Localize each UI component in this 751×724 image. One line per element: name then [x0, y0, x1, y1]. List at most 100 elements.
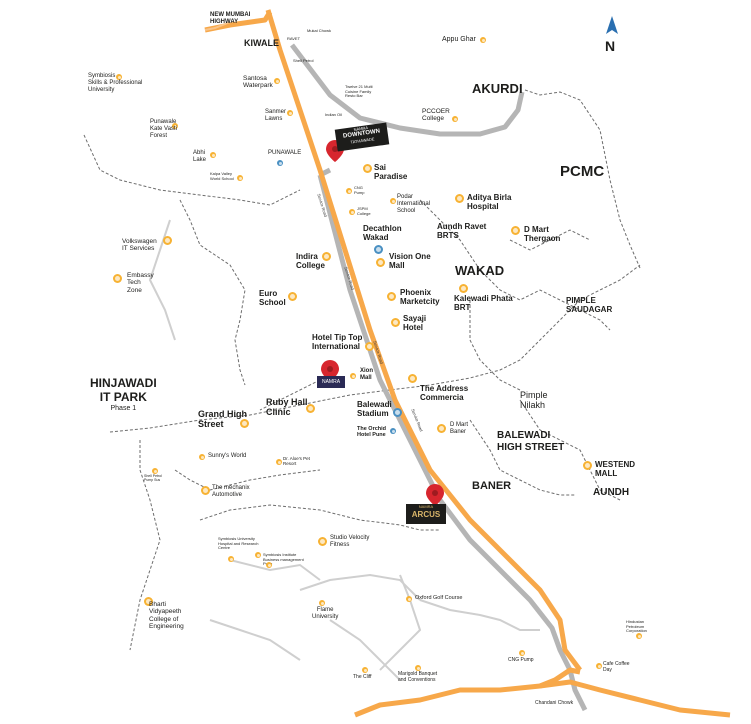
landmark-line: Kate Vasti — [150, 125, 177, 132]
landmark-line: Lake — [193, 156, 207, 163]
highway-branch — [204, 21, 231, 31]
landmark-line: Symbiosis University — [218, 536, 255, 541]
landmark-line: Mall — [360, 374, 372, 381]
landmark-line: School — [397, 207, 416, 214]
project-pin-arcus — [426, 484, 444, 506]
location-dot-icon — [374, 245, 383, 254]
landmark-line: College of — [149, 615, 179, 623]
north-arrow-icon — [606, 16, 618, 34]
landmark-sai-paradise: Sai Paradise — [374, 163, 407, 181]
location-dot-icon — [362, 667, 368, 673]
location-dot-icon — [519, 650, 525, 656]
landmark-punawale: PUNAWALE — [268, 150, 302, 156]
landmark-line: Waterpark — [243, 82, 273, 90]
landmark-line: Kalewadi Phata — [454, 294, 513, 303]
landmark-punawale-kate: Punawale Kate Vasti Forest — [150, 119, 177, 140]
landmark-line: JSPM — [357, 206, 368, 211]
landmark-sayaji: Sayaji Hotel — [403, 314, 426, 332]
location-dot-icon — [116, 74, 122, 80]
secondary-roads — [148, 219, 540, 681]
location-dot-icon — [376, 258, 385, 267]
landmark-line: Shell Petrol — [144, 474, 162, 478]
location-dot-icon — [452, 116, 458, 122]
landmark-decathlon: Decathlon Wakad — [363, 224, 402, 242]
badge-title: ARCUS — [411, 510, 441, 519]
landmark-kalewadi: Kalewadi Phata BRT — [454, 294, 513, 312]
landmark-line: Fitness — [330, 541, 350, 548]
landmark-studio-velocity: Studio Velocity Fitness — [330, 535, 369, 549]
landmark-pimple-nilakh: Pimple Nilakh — [520, 390, 548, 411]
landmark-line: Twelve 21 Multi — [345, 84, 373, 89]
landmark-line: Zone — [127, 286, 142, 294]
landmark-line: Hotel Tip Top — [312, 333, 363, 342]
landmark-line: BRT — [454, 303, 471, 313]
landmark-line: Baner — [450, 428, 467, 435]
location-dot-icon — [636, 633, 642, 639]
landmark-cafe-coffee-day: Cafe Coffee Day — [603, 661, 630, 674]
landmark-line: International — [312, 342, 361, 352]
landmark-line: Commercia — [420, 393, 464, 403]
location-dot-icon — [365, 342, 374, 351]
landmark-shell-small: Shell Petrol — [293, 58, 314, 63]
landmark-line: Podar — [397, 194, 414, 200]
landmark-line: Lawns — [265, 115, 283, 122]
landmark-line: Engineering — [149, 623, 184, 631]
landmark-line: Forest — [150, 132, 168, 139]
landmark-line: Cuisine Family — [345, 88, 372, 94]
location-dot-icon — [318, 537, 327, 546]
landmark-jspm: JSPM College — [357, 206, 371, 216]
area-kiwale: KIWALE — [244, 38, 279, 48]
location-dot-icon — [390, 198, 396, 204]
badge-brand: NAMRA — [418, 504, 434, 509]
landmark-line: Hindustan — [626, 619, 645, 624]
location-dot-icon — [210, 152, 216, 158]
location-dot-icon — [349, 209, 355, 215]
landmark-line: Thergaon — [524, 234, 561, 244]
area-pimple-saudagar-line-2: SAUDAGAR — [566, 305, 613, 315]
location-dot-icon — [596, 663, 602, 669]
landmark-indira: Indira College — [296, 252, 325, 270]
landmark-line: Symbiosis Institute — [263, 552, 297, 557]
area-hinjawadi: HINJAWADI IT PARK Phase 1 — [90, 376, 157, 413]
landmark-flame-university: Flame University — [312, 607, 338, 621]
landmark-oxford-golf: Oxford Golf Course — [415, 595, 463, 601]
landmark-line: Skills & Professional — [88, 79, 143, 86]
landmark-line: Wakad — [363, 233, 389, 243]
landmark-line: Aundh Ravet — [437, 222, 487, 231]
landmark-line: Marigold Banquet — [398, 671, 438, 677]
landmark-balewadi-stadium: Balewadi Stadium — [357, 400, 392, 418]
landmark-dmart-baner: D Mart Baner — [450, 422, 468, 436]
location-dot-icon — [511, 226, 520, 235]
location-dot-icon — [199, 454, 205, 460]
landmark-line: CNG — [354, 185, 363, 190]
landmark-line: Phoenix — [400, 288, 432, 297]
landmark-line: Hotel Pune — [357, 432, 386, 439]
landmark-the-orchid: The Orchid Hotel Pune — [357, 426, 386, 439]
location-dot-icon — [288, 292, 297, 301]
landmark-line: Bharti — [149, 601, 166, 608]
location-dot-icon — [319, 600, 325, 606]
area-balewadi-line-1: BALEWADI — [497, 430, 551, 441]
location-dot-icon — [459, 284, 468, 293]
landmark-line: Euro — [259, 289, 278, 298]
landmark-grand-high-street: Grand High Street — [198, 409, 247, 430]
area-wakad: WAKAD — [455, 263, 505, 278]
landmark-line: The Address — [420, 384, 469, 393]
area-akurdi: AKURDI — [472, 81, 523, 96]
landmark-the-cliff: The Cliff — [353, 674, 372, 680]
landmark-line: Balewadi — [357, 400, 392, 409]
landmark-hindustan-petroleum: Hindustan Petroleum Corporation — [626, 619, 647, 634]
landmark-line: IT Services — [122, 245, 155, 253]
landmark-line: World School — [210, 175, 234, 181]
landmark-line: Aditya Birla — [467, 193, 512, 202]
project-badge-arcus: NAMRA ARCUS — [406, 504, 446, 524]
landmark-abhi-lake: Abhi Lake — [193, 150, 206, 164]
landmark-line: Pump Sus — [144, 478, 161, 483]
landmark-embassy: Embassy Tech Zone — [127, 272, 154, 294]
landmark-vision-one: Vision One Mall — [389, 252, 431, 270]
location-dot-icon — [387, 292, 396, 301]
location-dot-icon — [391, 318, 400, 327]
highway-label-line-1: NEW MUMBAI — [210, 12, 251, 18]
north-label: N — [605, 38, 616, 54]
